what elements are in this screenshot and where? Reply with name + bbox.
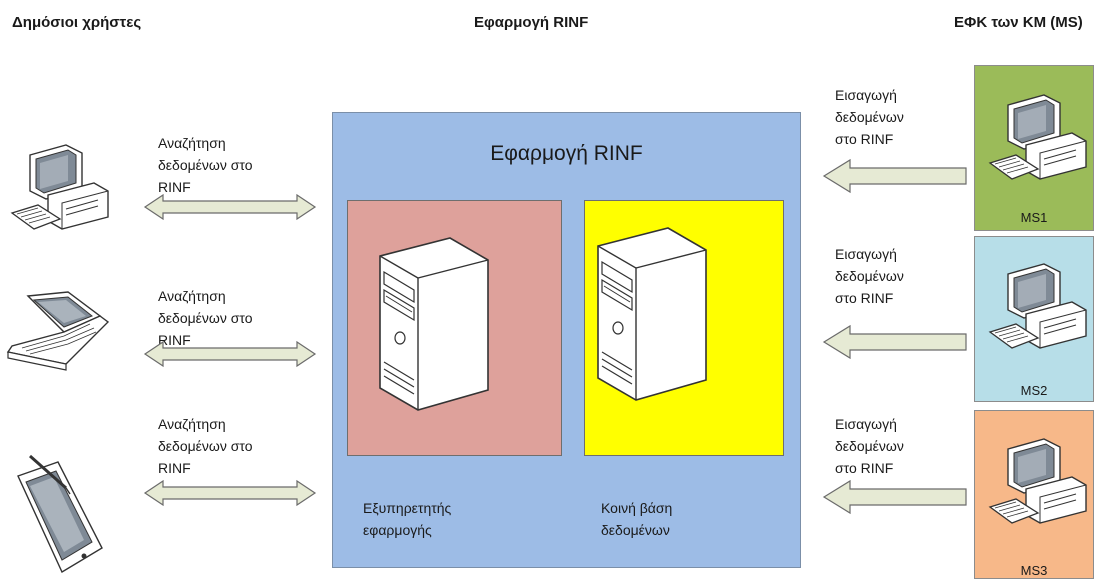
ms2-input-label: Εισαγωγή δεδομένων στο RINF: [835, 246, 904, 306]
laptop-icon: [6, 291, 110, 371]
database-server-icon: [597, 227, 707, 401]
ms1-label: MS1: [1020, 210, 1048, 225]
ms3-computer-icon: [989, 438, 1087, 524]
double-arrow-icon: [143, 193, 317, 507]
ms2-computer-icon: [989, 263, 1087, 349]
public-user-1-label: Αναζήτηση δεδομένων στο RINF: [158, 135, 253, 195]
desktop-icon: [11, 144, 109, 230]
ms1-input-label: Εισαγωγή δεδομένων στο RINF: [835, 87, 904, 147]
app-server-icon: [379, 237, 489, 411]
public-users-header: Δημόσιοι χρήστες: [12, 14, 142, 31]
member-states-header: ΕΦΚ των ΚΜ (MS): [954, 14, 1083, 31]
ms2-label: MS2: [1020, 383, 1048, 398]
ms1-computer-icon: [989, 94, 1087, 180]
common-database-label: Κοινή βάση δεδομένων: [601, 500, 673, 538]
tablet-icon: [17, 454, 103, 574]
left-arrow-icon: [822, 158, 967, 515]
public-user-2-label: Αναζήτηση δεδομένων στο RINF: [158, 288, 253, 348]
rinf-application-title: Εφαρμογή RINF: [490, 142, 643, 165]
rinf-app-header: Εφαρμογή RINF: [474, 14, 589, 31]
app-server-label: Εξυπηρετητής εφαρμογής: [363, 500, 452, 538]
ms3-label: MS3: [1020, 563, 1048, 578]
public-user-3-label: Αναζήτηση δεδομένων στο RINF: [158, 416, 253, 476]
ms3-input-label: Εισαγωγή δεδομένων στο RINF: [835, 416, 904, 476]
